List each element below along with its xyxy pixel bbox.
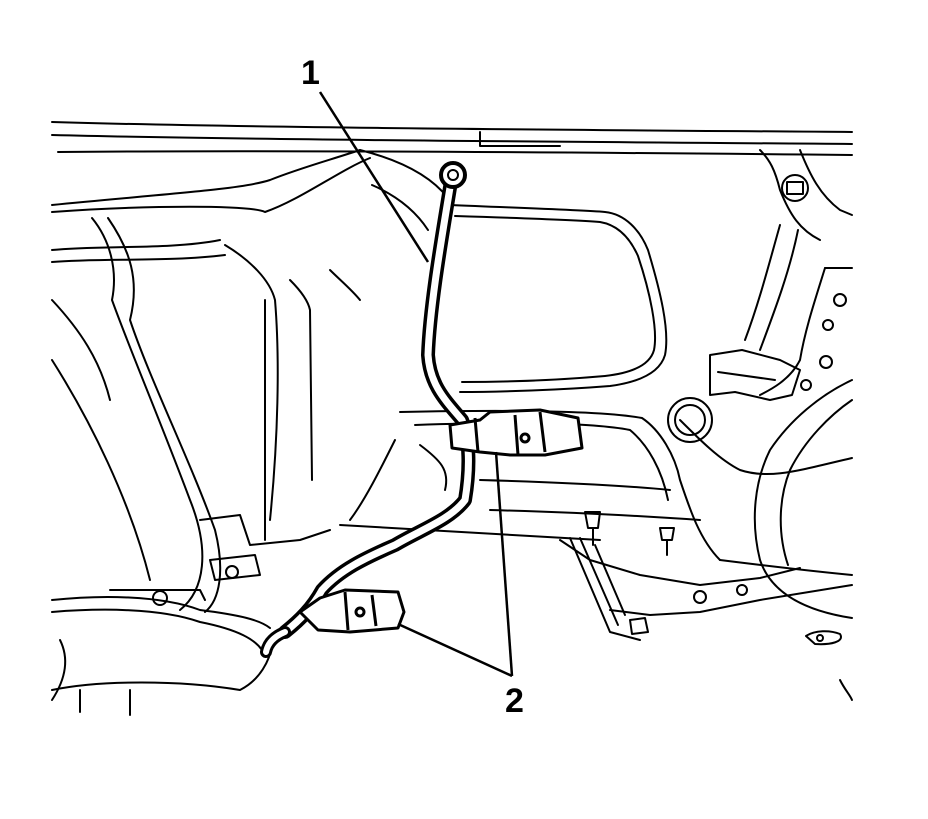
callout-label-2: 2 (505, 682, 524, 720)
floor-opening (359, 149, 668, 393)
upper-body-panel (51, 121, 853, 213)
pipe-clips (298, 408, 584, 634)
callout-label-1: 1 (301, 54, 320, 92)
lower-clip (298, 588, 406, 634)
callout-leaders (318, 91, 514, 678)
right-body-structure (667, 149, 853, 619)
lower-left-frame (51, 514, 331, 716)
floor-pan (339, 409, 853, 701)
left-frame-rail (51, 217, 361, 613)
brake-pipe (260, 161, 476, 658)
mounting-bolts (584, 511, 675, 635)
